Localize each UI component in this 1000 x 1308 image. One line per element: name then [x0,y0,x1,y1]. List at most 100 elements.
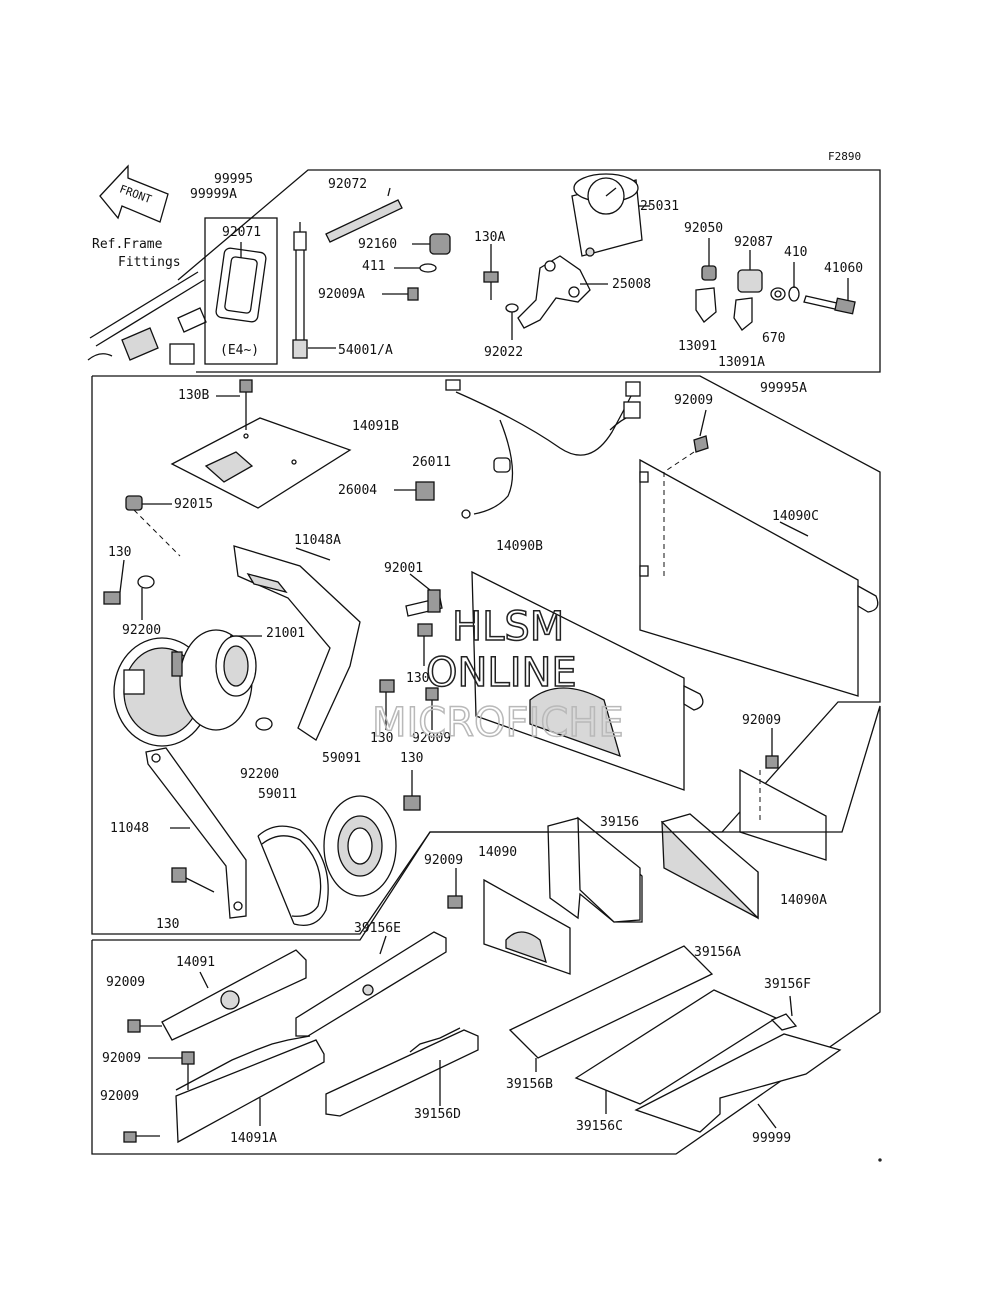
frame-rail-icon [87,271,207,365]
screw-icon [382,287,419,301]
nut-icon [701,238,717,281]
label-410: 410 [784,245,807,260]
label-14090b: 14090B [496,539,543,554]
cover-strip-icon [127,949,307,1041]
label-25031: 25031 [640,199,679,214]
label-130b: 130B [178,388,209,403]
label-14090c: 14090C [772,509,819,524]
label-99999a: 99999A [190,187,237,202]
label-92015: 92015 [174,497,213,512]
cable-tie-icon [325,187,403,243]
label-25008: 25008 [612,277,651,292]
label-670: 670 [762,331,785,346]
heat-shield-icon [471,570,704,791]
label-39156f: 39156F [764,977,811,992]
upper-bracket-icon [233,545,361,741]
gear-housing-icon [695,250,763,331]
watermark-line2: ONLINE [426,650,577,696]
label-14090: 14090 [478,845,517,860]
foam-strip-d-icon [325,1027,479,1117]
ref-label-line1: Ref.Frame [92,237,163,252]
drive-shaft-icon [803,278,856,315]
label-14091b: 14091B [352,419,399,434]
label-130-mid: 130 [406,671,429,686]
label-92009-right: 92009 [742,713,781,728]
label-92200-top: 92200 [122,623,161,638]
meter-bolt-icon [483,244,499,300]
page-dot [878,1158,882,1162]
label-39156: 39156 [600,815,639,830]
label-130-right: 130 [400,751,423,766]
label-39156e: 39156E [354,921,401,936]
label-92009-b2: 92009 [102,1051,141,1066]
center-shield-icon [447,868,571,975]
watermark-line1: HLSM [452,604,564,650]
ref-label-line2: Fittings [118,255,181,270]
figure-code: F2890 [828,150,861,163]
bracket-bolt-icon [379,573,443,730]
label-99995: 99995 [214,172,253,187]
label-14091: 14091 [176,955,215,970]
bushing-icon [394,233,451,273]
label-92071: 92071 [222,225,261,240]
label-92022: 92022 [484,345,523,360]
label-14090a: 14090A [780,893,827,908]
label-130-low: 130 [370,731,393,746]
pulley-icon [323,770,421,897]
label-130-left: 130 [108,545,131,560]
washer-icon [770,262,800,302]
bottom-box-outline [91,705,881,1155]
small-panel-icon [739,728,827,861]
label-130a: 130A [474,230,505,245]
label-13091a: 13091A [718,355,765,370]
label-39156a: 39156A [694,945,741,960]
label-92001: 92001 [384,561,423,576]
watermark: HLSM ONLINE MICROFICHE [371,603,624,747]
label-39156d: 39156D [414,1107,461,1122]
label-130-bottom: 130 [156,917,179,932]
spacer-washer-icon [103,559,273,731]
label-92160: 92160 [358,237,397,252]
label-99999: 99999 [752,1131,791,1146]
label-411: 411 [362,259,385,274]
front-arrow-icon: FRONT [99,164,169,223]
watermark-line3: MICROFICHE [372,700,624,746]
label-21001: 21001 [266,626,305,641]
label-54001a: 54001/A [338,343,393,358]
label-41060: 41060 [824,261,863,276]
label-13091: 13091 [678,339,717,354]
middle-box-outline [91,375,881,935]
label-39156c: 39156C [576,1119,623,1134]
label-92009-b3: 92009 [100,1089,139,1104]
lower-cover-icon [123,1035,325,1144]
tachometer-icon [571,173,650,257]
label-92072: 92072 [328,177,367,192]
label-11048: 11048 [110,821,149,836]
label-92009-b1: 92009 [106,975,145,990]
label-92050: 92050 [684,221,723,236]
label-59011: 59011 [258,787,297,802]
label-92071-note: (E4~) [220,343,259,358]
label-39156b: 39156B [506,1077,553,1092]
label-11048a: 11048A [294,533,341,548]
label-92009-mid: 92009 [412,731,451,746]
speedometer-cable-icon [292,222,336,359]
label-92009-top: 92009 [674,393,713,408]
label-92009a: 92009A [318,287,365,302]
flange-nut-icon [125,495,181,557]
top-box-outline [177,169,881,373]
side-panel-icon [639,409,879,697]
meter-bracket-icon [505,255,608,340]
label-26011: 26011 [412,455,451,470]
wiring-harness-icon [394,379,641,519]
floor-sheet-f-icon [634,995,842,1133]
grommet-icon [215,242,267,323]
lower-bracket-icon [145,747,247,919]
v-belt-icon [257,825,329,927]
insulator-block-icon [547,813,759,923]
label-92200-bot: 92200 [240,767,279,782]
foam-strip-e-icon [295,931,447,1037]
label-99995a: 99995A [760,381,807,396]
cover-plate-icon [170,379,352,509]
